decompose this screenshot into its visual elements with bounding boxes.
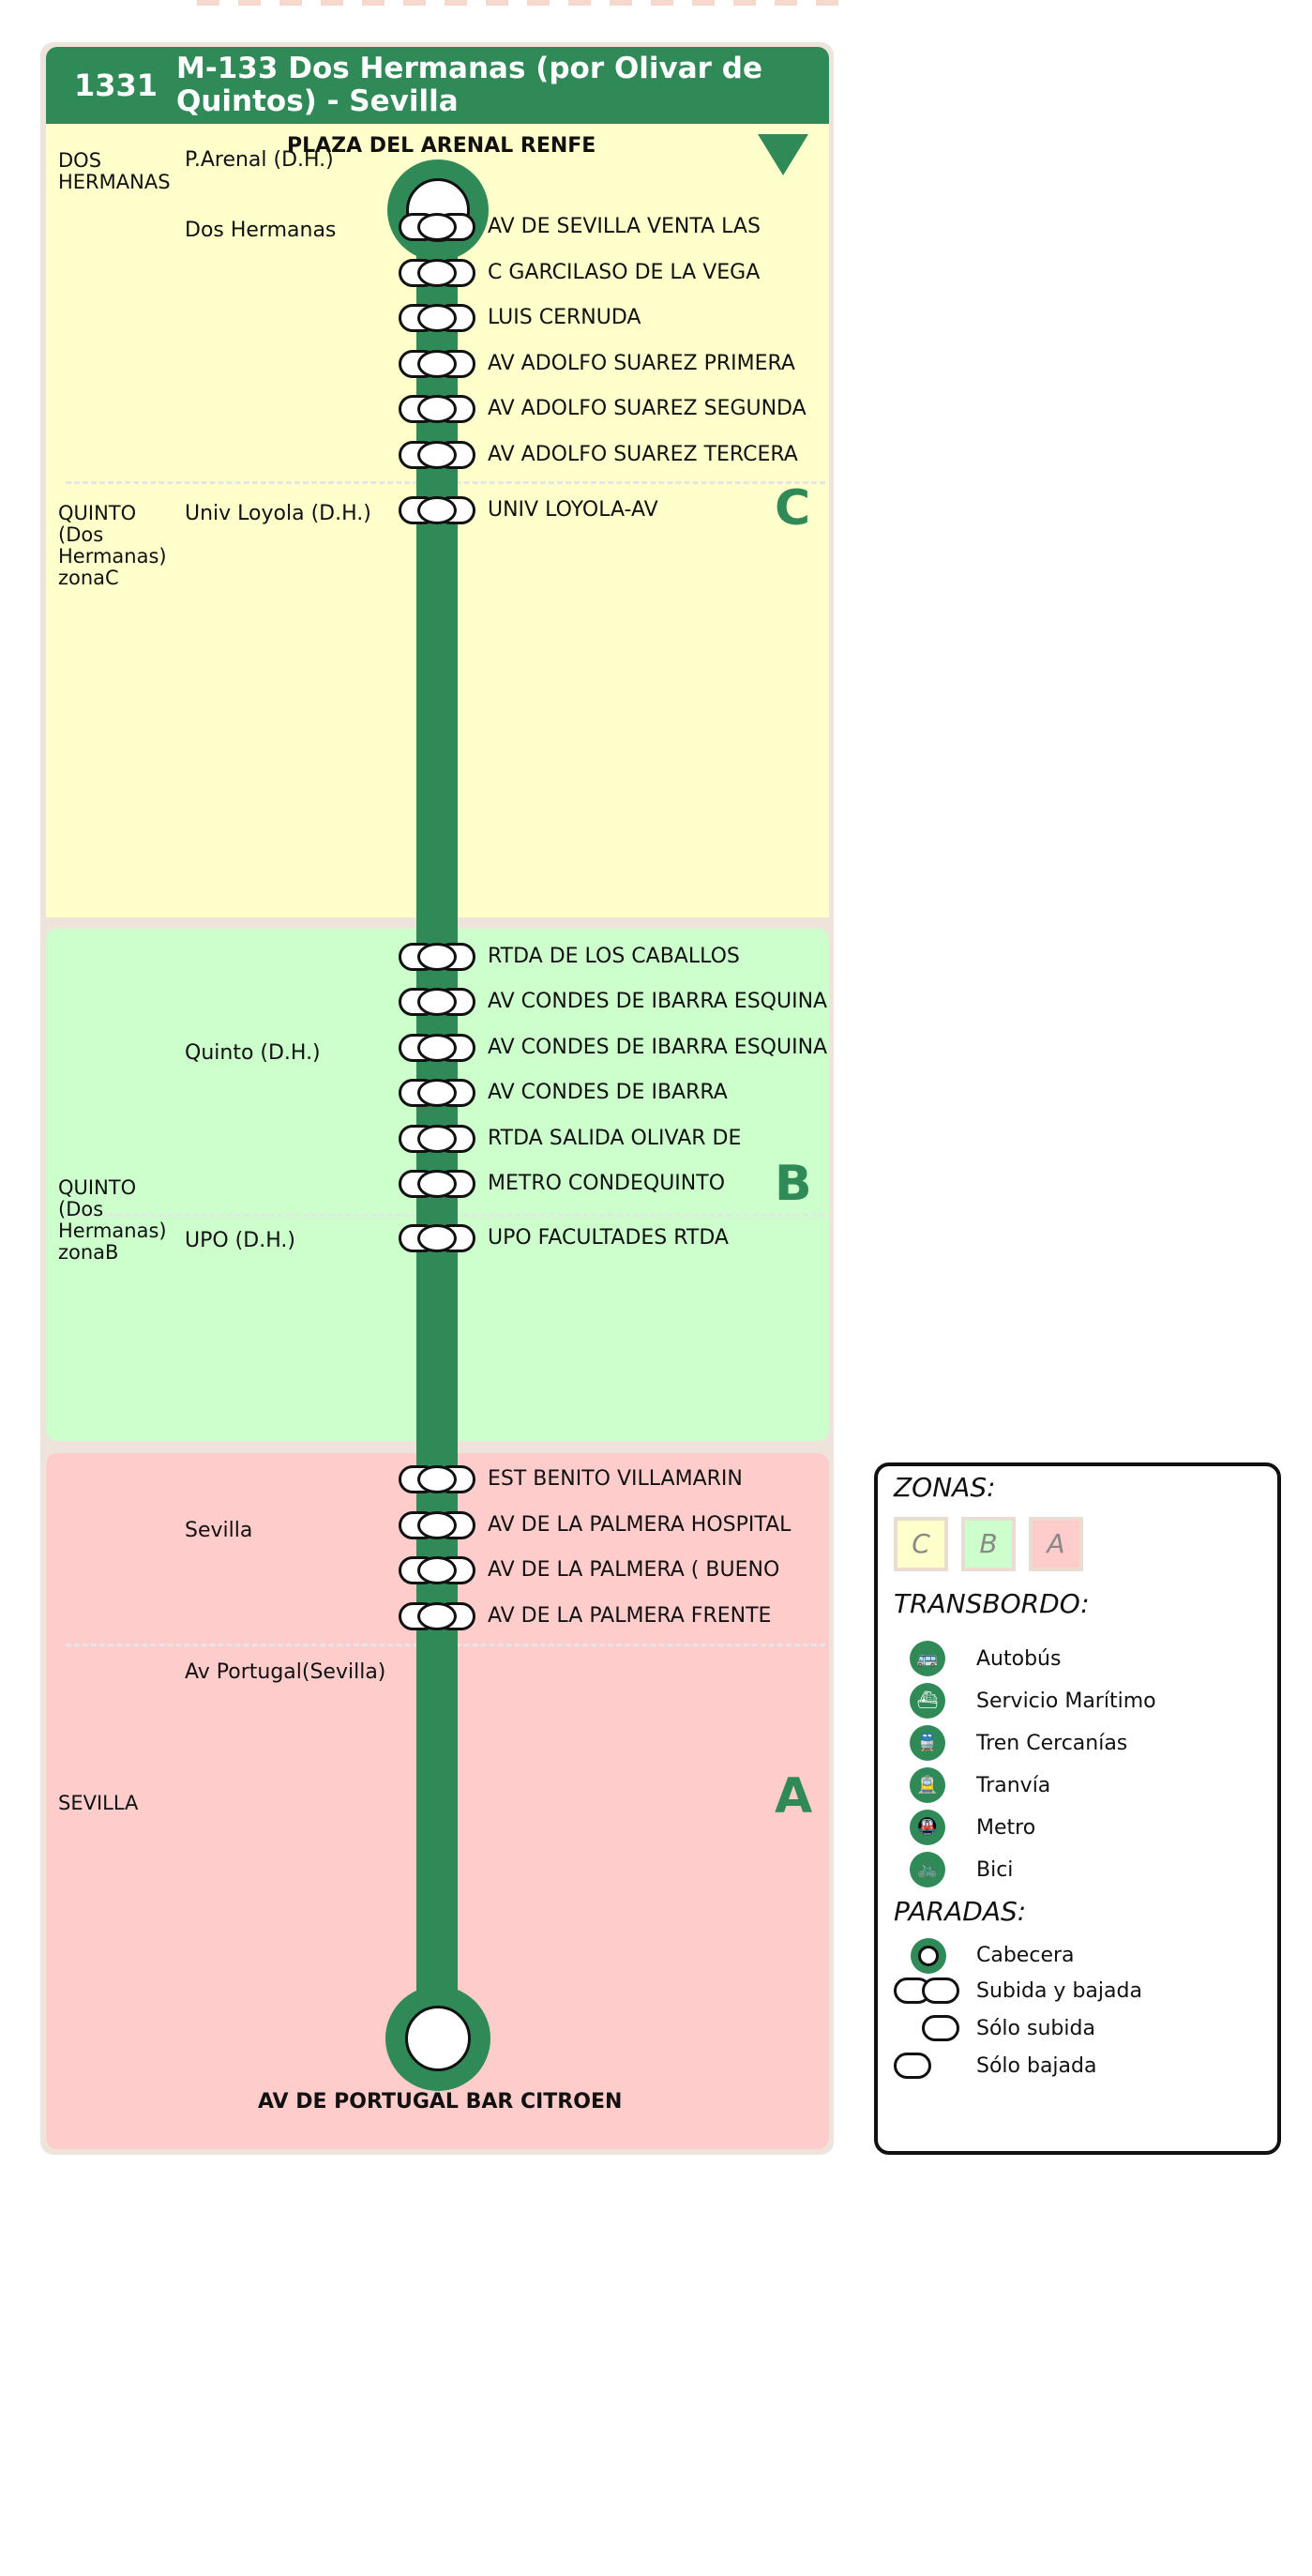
stop-marker <box>399 304 475 332</box>
train-icon: 🚆 <box>910 1725 945 1761</box>
stop-marker <box>399 1602 475 1630</box>
stop-marker <box>399 1170 475 1198</box>
stop-marker <box>399 1224 475 1252</box>
solo-subida-icon <box>894 2015 959 2041</box>
stop-name: AV DE LA PALMERA FRENTE <box>488 1604 772 1628</box>
locality-label: P.Arenal (D.H.) <box>185 148 334 172</box>
stop-name: AV CONDES DE IBARRA <box>488 1081 728 1104</box>
legend-transbordo-label: Tren Cercanías <box>976 1732 1128 1755</box>
bike-icon: 🚲 <box>910 1852 945 1887</box>
locality-label: Quinto (D.H.) <box>185 1041 321 1065</box>
stop-name: AV ADOLFO SUAREZ SEGUNDA <box>488 397 807 420</box>
stop-marker <box>399 441 475 469</box>
cabecera-icon <box>911 1938 946 1974</box>
legend-zonas-title: ZONAS: <box>894 1472 996 1503</box>
solo-bajada-icon <box>894 2053 959 2079</box>
stop-marker <box>399 496 475 524</box>
stop-name: METRO CONDEQUINTO <box>488 1172 726 1195</box>
top-dashed-decoration <box>197 0 844 6</box>
locality-label: Univ Loyola (D.H.) <box>185 502 371 525</box>
locality-label: Dos Hermanas <box>185 219 337 242</box>
stop-name: RTDA SALIDA OLIVAR DE <box>488 1127 742 1150</box>
stop-marker <box>399 1125 475 1153</box>
stop-marker <box>399 1465 475 1493</box>
stop-marker <box>399 213 475 241</box>
zone-letter-a: A <box>775 1768 813 1825</box>
stop-name: LUIS CERNUDA <box>488 306 641 329</box>
stop-name: AV DE LA PALMERA ( BUENO <box>488 1558 780 1582</box>
stop-marker <box>399 1034 475 1062</box>
legend-parada-label: Cabecera <box>976 1944 1075 1967</box>
start-terminal-name: PLAZA DEL ARENAL RENFE <box>287 134 596 158</box>
stop-name: AV ADOLFO SUAREZ TERCERA <box>488 443 798 466</box>
legend-transbordo-label: Tranvía <box>976 1774 1051 1797</box>
zone-letter-b: B <box>775 1156 812 1212</box>
stop-marker <box>399 259 475 287</box>
legend-parada-label: Subida y bajada <box>976 1979 1142 2003</box>
stop-name: AV DE LA PALMERA HOSPITAL <box>488 1513 792 1537</box>
legend-transbordo-title: TRANSBORDO: <box>894 1588 1090 1619</box>
municipality-label: DOS HERMANAS <box>58 149 171 193</box>
route-header: 1331 M-133 Dos Hermanas (por Olivar de Q… <box>46 47 829 124</box>
municipality-label: QUINTO (Dos Hermanas) zonaC <box>58 502 167 589</box>
subida-bajada-icon <box>894 1977 959 2004</box>
legend-zone-a: A <box>1029 1517 1083 1571</box>
legend-transbordo-label: Bici <box>976 1858 1014 1882</box>
legend-transbordo-label: Servicio Marítimo <box>976 1690 1156 1713</box>
municipality-label: QUINTO (Dos Hermanas) zonaB <box>58 1176 167 1264</box>
stop-marker <box>399 1079 475 1107</box>
stop-name: UPO FACULTADES RTDA <box>488 1226 729 1250</box>
legend-parada-label: Sólo bajada <box>976 2054 1097 2078</box>
legend-panel: ZONAS: C B A TRANSBORDO: 🚌 Autobús ⛴ Ser… <box>874 1462 1281 2155</box>
stop-name: AV DE SEVILLA VENTA LAS <box>488 215 761 238</box>
end-terminal-marker <box>385 1986 490 2091</box>
legend-zone-c: C <box>894 1517 948 1571</box>
direction-arrow-icon <box>758 134 808 175</box>
stop-marker <box>399 1556 475 1584</box>
legend-parada-label: Sólo subida <box>976 2017 1095 2040</box>
stop-name: AV CONDES DE IBARRA ESQUINA <box>488 990 828 1013</box>
stop-marker <box>399 988 475 1016</box>
legend-zone-b: B <box>961 1517 1016 1571</box>
legend-transbordo-label: Metro <box>976 1816 1036 1840</box>
stop-name: RTDA DE LOS CABALLOS <box>488 945 740 968</box>
line-code: 1331 <box>74 68 158 103</box>
stop-name: EST BENITO VILLAMARIN <box>488 1467 743 1491</box>
start-terminal-marker <box>387 159 489 261</box>
stop-name: C GARCILASO DE LA VEGA <box>488 261 761 284</box>
bus-icon: 🚌 <box>910 1641 945 1676</box>
stop-name: UNIV LOYOLA-AV <box>488 498 658 522</box>
stop-marker <box>399 1511 475 1539</box>
stop-name: AV CONDES DE IBARRA ESQUINA <box>488 1036 828 1059</box>
legend-transbordo-label: Autobús <box>976 1647 1062 1671</box>
locality-label: Sevilla <box>185 1519 253 1542</box>
end-terminal-name: AV DE PORTUGAL BAR CITROEN <box>258 2090 623 2114</box>
locality-label: UPO (D.H.) <box>185 1229 295 1252</box>
tram-icon: 🚊 <box>910 1767 945 1803</box>
zone-letter-c: C <box>775 480 811 537</box>
stop-marker <box>399 350 475 378</box>
line-name: M-133 Dos Hermanas (por Olivar de Quinto… <box>176 52 762 118</box>
stop-name: AV ADOLFO SUAREZ PRIMERA <box>488 352 795 375</box>
stop-marker <box>399 395 475 423</box>
legend-paradas-title: PARADAS: <box>894 1896 1027 1927</box>
municipality-label: SEVILLA <box>58 1792 139 1814</box>
ferry-icon: ⛴ <box>910 1683 945 1719</box>
stop-marker <box>399 943 475 971</box>
metro-icon: 🚇 <box>910 1810 945 1845</box>
locality-label: Av Portugal(Sevilla) <box>185 1660 386 1684</box>
